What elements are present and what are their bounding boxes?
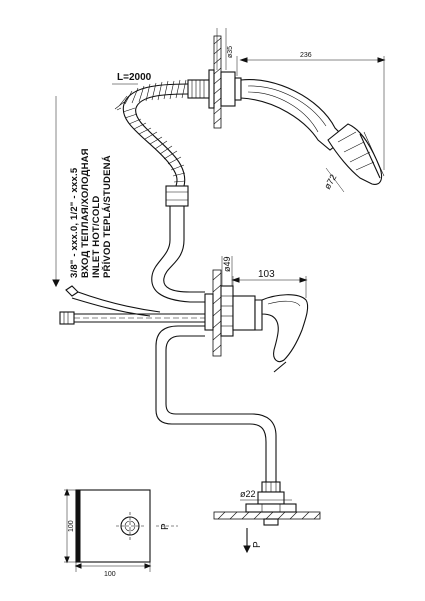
wall-flange-dia-label: ø35 bbox=[227, 46, 234, 58]
outlet-pipe bbox=[155, 325, 277, 482]
wall-plate bbox=[75, 489, 151, 563]
floor-section bbox=[213, 511, 321, 520]
outlet-dia-label: ø22 bbox=[240, 489, 256, 499]
inlet-note-line-3: ВХОД ТЕПЛАЯ/ХОЛОДНАЯ bbox=[80, 148, 91, 278]
shower-length-label: 236 bbox=[300, 52, 312, 59]
lever-length-label: 103 bbox=[258, 269, 275, 280]
mixer-lever bbox=[261, 294, 309, 373]
inlet-hose bbox=[59, 285, 205, 325]
middle-wall-section bbox=[212, 269, 222, 357]
shower-handset bbox=[240, 78, 385, 185]
plate-width-label: 100 bbox=[104, 571, 116, 578]
plate-height-label: 100 bbox=[68, 520, 75, 532]
head-dia-label: ø72 bbox=[322, 173, 338, 191]
upper-wall-section bbox=[213, 35, 222, 129]
mixer-body bbox=[204, 285, 263, 337]
inlet-note-line-2: INLET HOT/COLD bbox=[91, 196, 102, 279]
p-marker-plate: P bbox=[160, 523, 171, 530]
inlet-note: PŘÍVOD TEPLÁ/STUDENÁ INLET HOT/COLD ВХОД… bbox=[69, 148, 113, 278]
supply-pipe bbox=[151, 185, 205, 303]
shower-hose bbox=[114, 79, 189, 187]
inlet-note-line-4: 3/8" - xxx.0, 1/2" - xxx.5 bbox=[69, 167, 80, 278]
body-dia-label: ø49 bbox=[222, 256, 232, 272]
wall-outlet-connector bbox=[187, 69, 242, 109]
hose-length-label: L=2000 bbox=[117, 72, 152, 83]
p-marker-outlet: P bbox=[252, 541, 263, 548]
dimension-lines bbox=[52, 28, 386, 572]
floor-connector bbox=[245, 481, 297, 526]
inlet-note-line-1: PŘÍVOD TEPLÁ/STUDENÁ bbox=[101, 155, 113, 278]
